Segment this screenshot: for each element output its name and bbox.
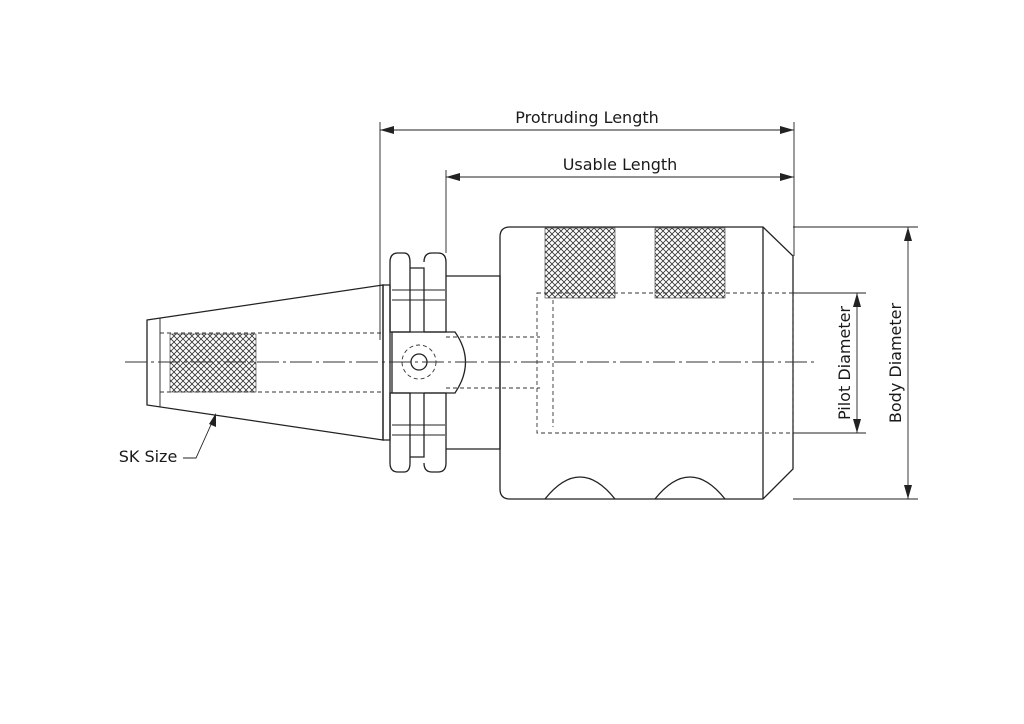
sk-size-leader: SK Size [119, 413, 216, 466]
protruding-length-dimension: Protruding Length [379, 108, 795, 340]
usable-length-dimension: Usable Length [445, 155, 794, 253]
neck [446, 275, 540, 450]
flange [382, 252, 467, 473]
body [499, 226, 794, 500]
top-knurl-2 [654, 227, 726, 299]
taper-thread [169, 333, 257, 393]
taper-shank [146, 284, 384, 441]
top-knurl-1 [544, 227, 616, 299]
body-diameter-dimension: Body Diameter [793, 226, 918, 500]
sk-size-label: SK Size [119, 447, 178, 466]
protruding-length-label: Protruding Length [515, 108, 659, 127]
pilot-diameter-label: Pilot Diameter [835, 306, 854, 420]
body-diameter-label: Body Diameter [886, 302, 905, 423]
usable-length-label: Usable Length [563, 155, 678, 174]
pilot-diameter-dimension: Pilot Diameter [793, 292, 866, 434]
